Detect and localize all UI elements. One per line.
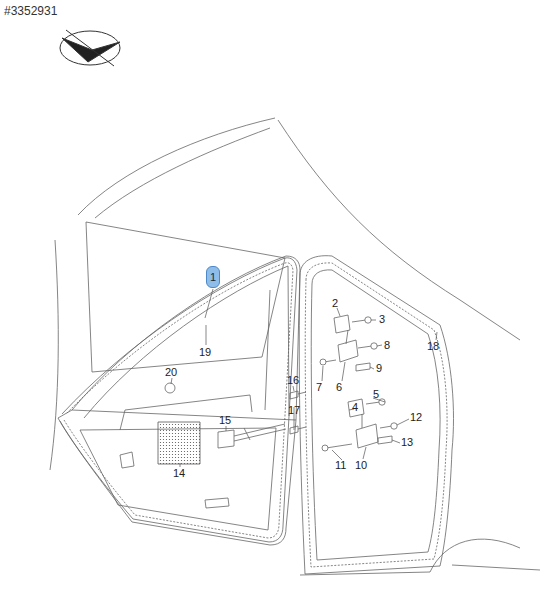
leader-lines xyxy=(171,289,437,467)
lower-hinge xyxy=(348,399,378,448)
callout-number: 1 xyxy=(210,271,216,283)
callout-number: 3 xyxy=(379,313,385,325)
callout-number: 11 xyxy=(335,459,346,471)
body-sill xyxy=(300,539,540,575)
callout-number: 16 xyxy=(287,374,299,386)
body-c-pillar xyxy=(50,120,520,470)
callout-number: 4 xyxy=(352,401,358,413)
callout-number: 2 xyxy=(332,297,338,309)
callout-number: 20 xyxy=(165,366,177,378)
opening-seal xyxy=(305,263,447,567)
rear-window-edge xyxy=(95,128,270,218)
door-shell xyxy=(58,410,296,545)
callout-number: 12 xyxy=(410,411,422,423)
hinge-pins xyxy=(324,360,352,448)
window-channel xyxy=(120,290,270,430)
view-symbol xyxy=(60,30,120,66)
door-seal-outer xyxy=(60,258,297,542)
callout-number: 7 xyxy=(316,381,322,393)
callout-number: 17 xyxy=(288,404,300,416)
highlight-badge: 1 xyxy=(206,266,220,288)
callout-number: 9 xyxy=(376,362,382,374)
door-seal xyxy=(64,263,293,538)
sound-pad xyxy=(158,422,200,464)
callout-number: 6 xyxy=(336,381,342,393)
diagram-number: #3352931 xyxy=(4,4,57,18)
callout-number: 19 xyxy=(199,346,211,358)
callout-number: 5 xyxy=(373,388,379,400)
callout-number: 14 xyxy=(173,467,185,479)
bolts xyxy=(352,320,392,428)
plug xyxy=(165,383,175,393)
roof-line xyxy=(78,118,275,215)
callout-number: 15 xyxy=(219,414,231,426)
callout-number: 18 xyxy=(427,340,439,352)
callout-number: 13 xyxy=(401,436,413,448)
callout-number: 10 xyxy=(355,459,367,471)
opening-seal-inner xyxy=(311,270,440,560)
hinge-bushings xyxy=(356,363,392,444)
quarter-glass xyxy=(86,222,285,372)
callout-number: 8 xyxy=(384,339,390,351)
check-strap xyxy=(218,424,286,448)
door-opening xyxy=(299,256,453,574)
